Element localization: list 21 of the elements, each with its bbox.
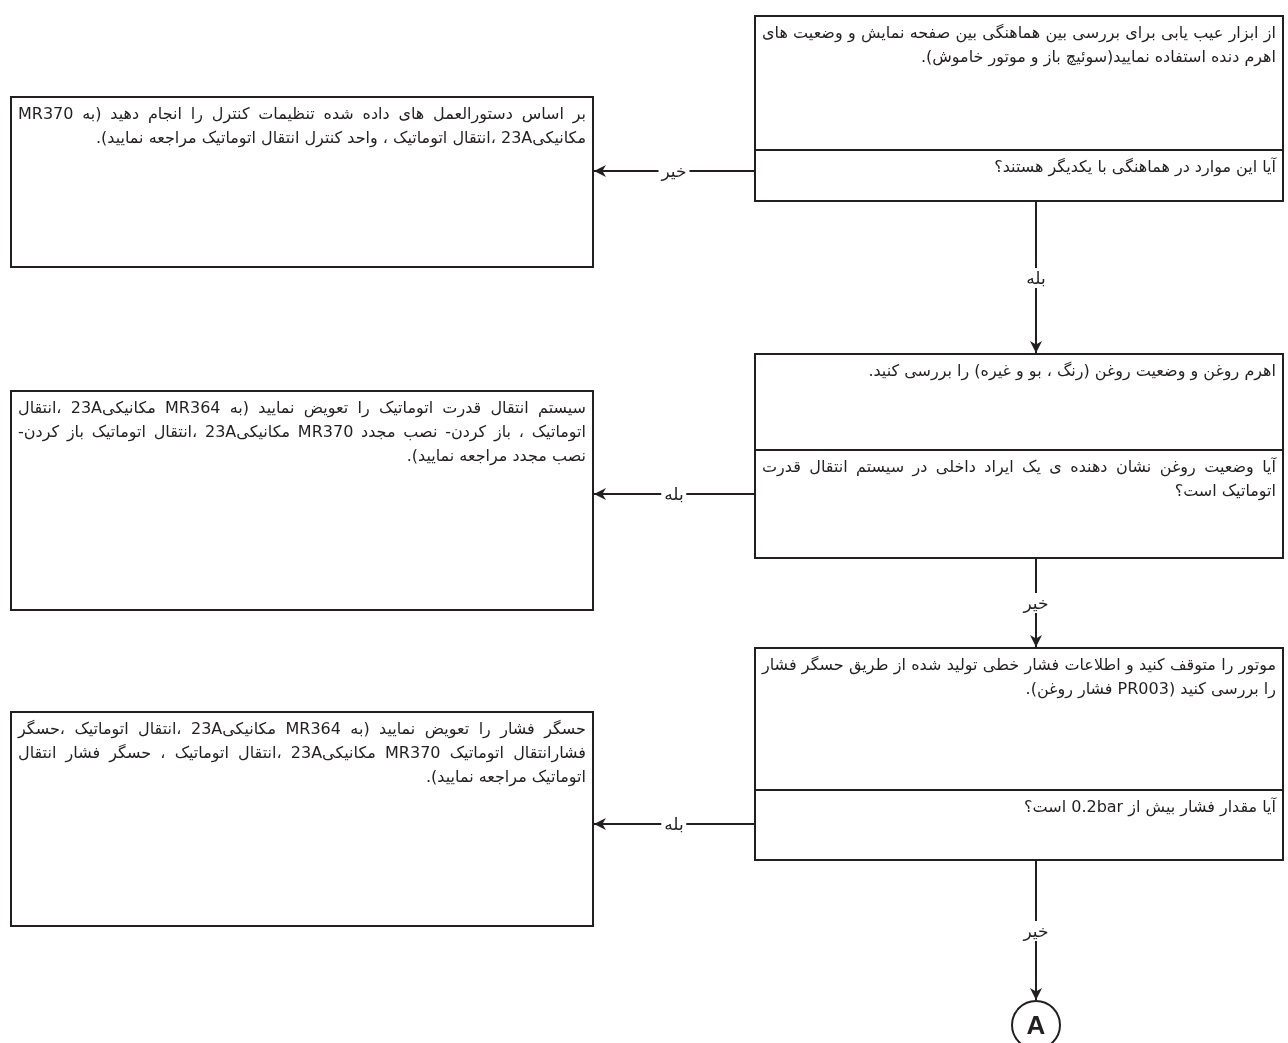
connector-letter: A [1026, 1009, 1046, 1041]
action-text: بر اساس دستورالعمل های داده شده تنظیمات کنترل را انجام دهید (به MR370 مکانیکی23A ،انتقال اتوماتیک ، واحد کنترل انتقال اتوماتیک مراجعه نمایید). [17, 103, 587, 150]
instruction-text: از ابزار عیب یابی برای بررسی بین هماهنگی بین صفحه نمایش و وضعیت های اهرم دنده استفاده نمایید(سوئیچ باز و موتور خاموش). [761, 22, 1277, 69]
question-text: آیا مقدار فشار بیش از 0.2bar است؟ [756, 789, 1282, 823]
action-box [10, 96, 594, 268]
decision-box [754, 15, 1284, 202]
arrow [1030, 860, 1042, 1001]
connector-circle [1011, 1000, 1061, 1043]
decision-box [754, 353, 1284, 559]
arrow [1030, 201, 1042, 354]
action-box [10, 711, 594, 927]
instruction-text: موتور را متوقف کنید و اطلاعات فشار خطی تولید شده از طریق حسگر فشار را بررسی کنید (PR003 فشار روغن). [760, 654, 1277, 701]
action-text: حسگر فشار را تعویض نمایید (به MR364 مکانیکی23A ،انتقال اتوماتیک ،حسگر فشارانتقال اتوماتیک MR370 مکانیکی23A ،انتقال اتوماتیک ، حسگر فشار انتقال اتوماتیک مراجعه نمایید). [16, 718, 587, 789]
action-text: سیستم انتقال قدرت اتوماتیک را تعویض نمایید (به MR364 مکانیکی23A ،انتقال اتوماتیک ، باز کردن- نصب مجدد MR370 مکانیکی23A ،انتقال اتوماتیک باز کردن- نصب مجدد مراجعه نمایید). [17, 397, 587, 467]
instruction-text: اهرم روغن و وضعیت روغن (رنگ ، بو و غیره) را بررسی کنید. [867, 360, 1277, 383]
question-text: آیا وضعیت روغن نشان دهنده ی یک ایراد داخلی در سیستم انتقال قدرت اتوماتیک است؟ [756, 449, 1282, 507]
edge-label: بله [661, 814, 687, 834]
action-box [10, 390, 594, 611]
decision-box [754, 647, 1284, 861]
edge-label: بله [661, 484, 687, 504]
question-text: آیا این موارد در هماهنگی با یکدیگر هستند؟ [756, 149, 1282, 183]
